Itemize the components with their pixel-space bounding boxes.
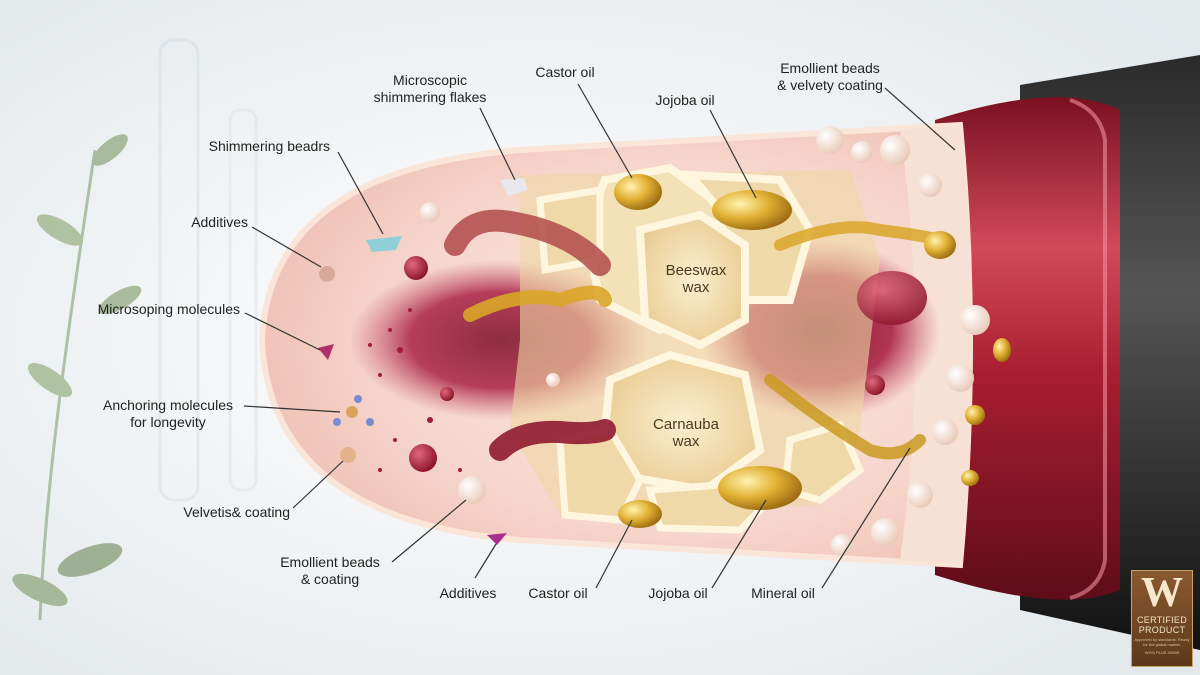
badge-certified-text: CERTIFIED [1136,615,1188,625]
shimmering-flake [500,178,528,196]
label-emollient-beads-coating: Emollient beads & coating [280,554,380,587]
beeswax-cell [635,210,749,350]
label-castor-oil-bottom: Castor oil [528,585,588,601]
label-additives-left: Additives [191,214,248,230]
label-jojoba-oil-top: Jojoba oil [655,92,715,108]
background-glassware [158,38,258,502]
badge-approval-text: Approved by standards. Ready for the glo… [1134,637,1190,647]
badge-code-text: WSSI PLUS 3009R [1144,650,1180,655]
label-mineral-oil: Mineral oil [751,585,815,601]
red-glossy-drops [444,209,927,461]
badge-logo-letter: W [1141,570,1183,616]
background-plant [12,134,142,621]
wax-honeycomb [510,163,880,534]
label-jojoba-oil-bottom: Jojoba oil [648,585,708,601]
oil-droplets [463,174,1011,528]
label-additives-bottom: Additives [439,585,497,601]
label-castor-oil-top: Castor oil [535,64,595,80]
label-shimmering-beads: Shimmering beadrs [208,138,330,154]
certified-product-badge: W CERTIFIED PRODUCT Approved by standard… [1131,570,1193,667]
label-microsoping-molecules: Microsoping molecules [97,301,240,317]
emollient-beads [420,126,990,556]
label-beeswax-wax: Beeswax wax [665,262,727,296]
lipstick-tube [935,55,1200,650]
label-anchoring-molecules: Anchoring molecules for longevity [103,397,233,430]
label-microscopic-shimmering-flakes: Microscopic shimmering flakes [373,72,487,105]
label-velvetis-coating: Velvetis& coating [183,504,290,520]
label-carnauba-wax: Carnauba wax [653,416,719,450]
label-emollient-beads-velvety-coating: Emollient beads & velvety coating [777,60,883,93]
leader-lines [243,83,956,589]
badge-product-text: PRODUCT [1138,625,1186,635]
scattered-particles [318,178,885,545]
shimmering-bead-crystal [366,236,402,252]
